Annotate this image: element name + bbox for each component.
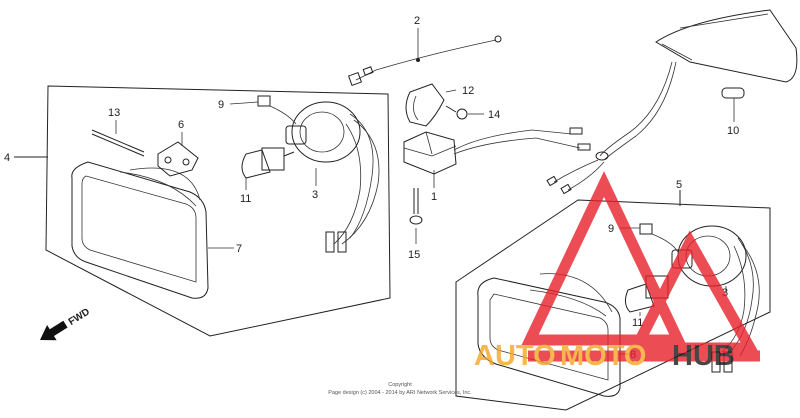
watermark-moto: MOTO: [560, 340, 646, 372]
callout-11-right: 11: [632, 317, 643, 329]
watermark-logo: AUTO MOTO HUB: [474, 171, 760, 372]
callout-12: 12: [462, 85, 474, 97]
center-parts: [347, 28, 591, 225]
callout-4: 4: [4, 152, 10, 164]
top-right-cover: [546, 9, 798, 195]
callout-15: 15: [408, 249, 420, 261]
callout-3-left: 3: [312, 189, 318, 201]
copyright-notice: Copyright Page design (c) 2004 - 2014 by…: [328, 382, 472, 396]
watermark-auto: AUTO: [474, 340, 556, 372]
callout-2: 2: [414, 15, 420, 27]
callout-9-right: 9: [608, 223, 614, 235]
copyright-line-1: Copyright: [388, 382, 412, 388]
callout-9-left: 9: [218, 99, 224, 111]
watermark-hub: HUB: [672, 340, 735, 372]
callout-6: 6: [178, 119, 184, 131]
left-headlight-assembly: [14, 85, 391, 337]
copyright-line-2: Page design (c) 2004 - 2014 by ARI Netwo…: [328, 390, 472, 396]
callout-10: 10: [727, 125, 739, 137]
callout-labels: 1 2 3 3 4 5 6 7 8 9 9 10 11 11 12 13 14 …: [4, 15, 739, 361]
fwd-arrow: FWD: [40, 307, 92, 341]
callout-11-left: 11: [240, 193, 251, 205]
callout-5: 5: [676, 179, 682, 191]
callout-7: 7: [236, 243, 242, 255]
fwd-label: FWD: [67, 307, 92, 328]
callout-13: 13: [108, 107, 120, 119]
callout-1: 1: [431, 191, 437, 203]
right-headlight-assembly: [455, 190, 771, 411]
callout-14: 14: [488, 109, 500, 121]
